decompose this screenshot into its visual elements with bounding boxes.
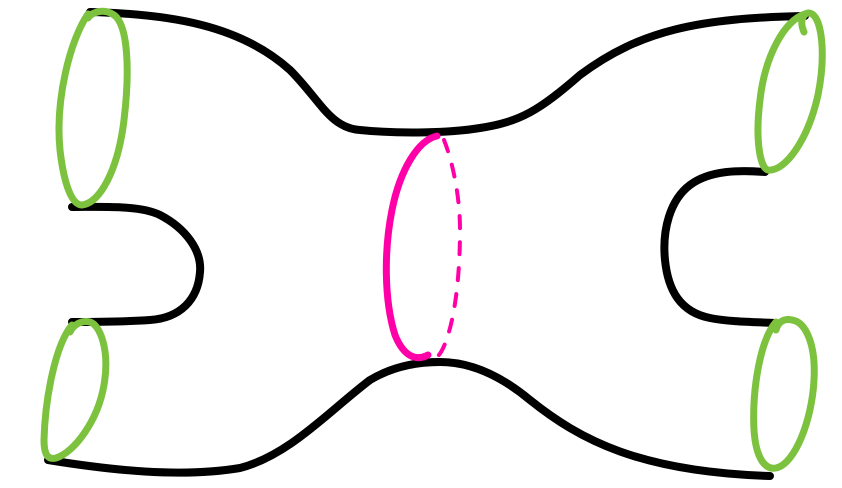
boundary-circle-left-bottom [44,321,106,458]
boundary-circles [44,11,822,468]
outline-right-notch [664,171,775,323]
separating-curve [386,136,460,358]
separating-curve-front [386,136,437,358]
outline-bottom-edge [48,362,770,476]
boundary-circle-left-top [59,11,127,205]
surface-outline [48,12,805,476]
outline-top-edge [90,12,805,132]
separating-curve-back [436,140,460,358]
boundary-circle-right-top [758,13,822,170]
outline-left-notch [72,207,200,322]
boundary-circle-right-bottom [754,319,815,468]
